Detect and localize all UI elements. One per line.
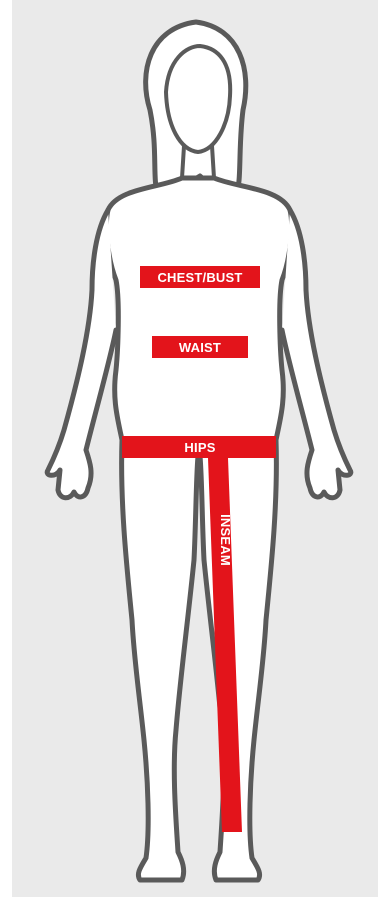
hips-label: HIPS: [184, 440, 215, 455]
torso-outline: [106, 178, 291, 440]
left-leg-outline: [122, 440, 198, 880]
chest-label: CHEST/BUST: [157, 270, 242, 285]
inseam-label: INSEAM: [218, 514, 233, 566]
face-outline: [166, 46, 230, 152]
right-arm-outline: [282, 210, 351, 498]
waist-label: WAIST: [179, 340, 221, 355]
left-arm-outline: [47, 210, 116, 498]
